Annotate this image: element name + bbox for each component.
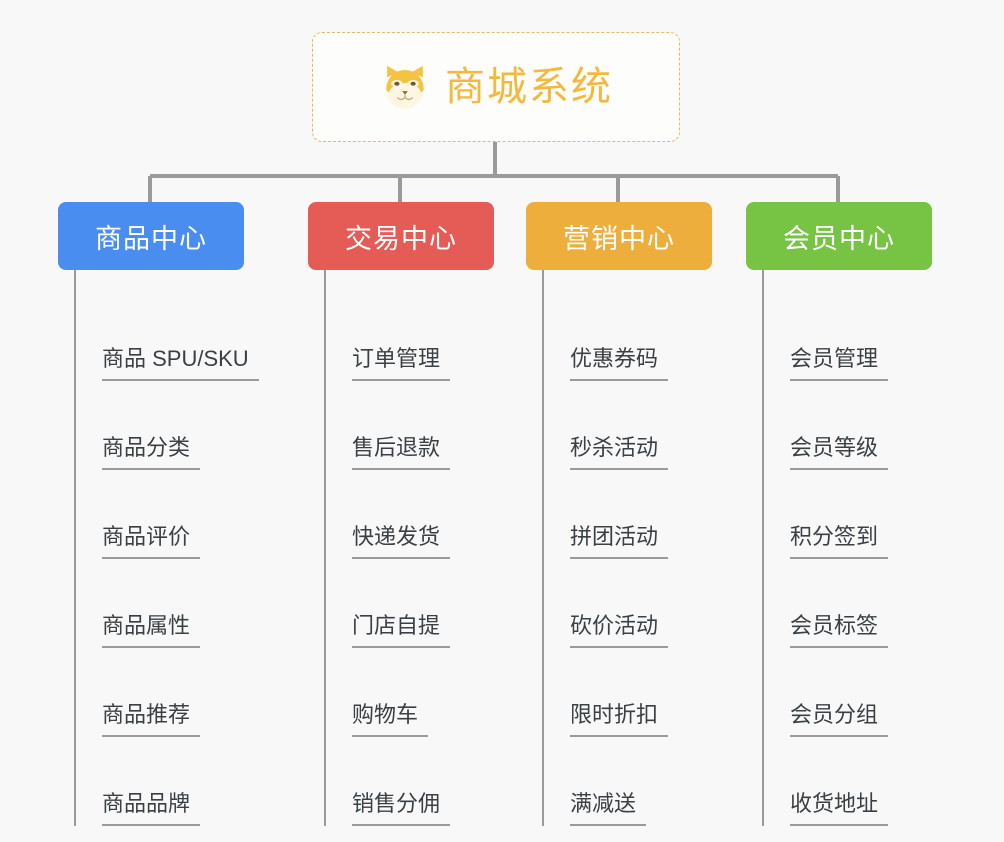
leaf-item-label: 会员分组 — [790, 704, 889, 737]
leaf-item-label: 满减送 — [570, 793, 647, 826]
leaf-item[interactable]: 订单管理 — [324, 292, 527, 381]
leaf-item[interactable]: 商品 SPU/SKU — [74, 292, 277, 381]
leaf-item-label: 会员标签 — [790, 615, 889, 648]
category-column-marketing: 营销中心 优惠券码 秒杀活动 拼团活动 砍价活动 限时折扣 满减送 — [526, 202, 745, 826]
leaf-item[interactable]: 限时折扣 — [542, 648, 745, 737]
leaf-item[interactable]: 会员等级 — [762, 381, 965, 470]
leaf-item[interactable]: 商品评价 — [74, 470, 277, 559]
category-header-product[interactable]: 商品中心 — [58, 202, 244, 270]
leaf-item-label: 商品评价 — [102, 526, 201, 559]
leaf-item[interactable]: 销售分佣 — [324, 737, 527, 826]
root-node[interactable]: 商城系统 — [312, 32, 680, 142]
leaf-item-label: 销售分佣 — [352, 793, 451, 826]
leaf-item-label: 会员等级 — [790, 437, 889, 470]
leaf-list-member: 会员管理 会员等级 积分签到 会员标签 会员分组 收货地址 — [762, 270, 965, 826]
leaf-item-label: 收货地址 — [790, 793, 889, 826]
leaf-item[interactable]: 售后退款 — [324, 381, 527, 470]
leaf-item[interactable]: 砍价活动 — [542, 559, 745, 648]
leaf-item-label: 订单管理 — [352, 348, 451, 381]
leaf-item-label: 砍价活动 — [570, 615, 669, 648]
leaf-item-label: 购物车 — [352, 704, 429, 737]
category-column-trade: 交易中心 订单管理 售后退款 快递发货 门店自提 购物车 销售分佣 — [308, 202, 527, 826]
leaf-item-label: 优惠券码 — [570, 348, 669, 381]
leaf-item[interactable]: 快递发货 — [324, 470, 527, 559]
leaf-list-trade: 订单管理 售后退款 快递发货 门店自提 购物车 销售分佣 — [324, 270, 527, 826]
leaf-item[interactable]: 会员管理 — [762, 292, 965, 381]
leaf-item[interactable]: 会员标签 — [762, 559, 965, 648]
leaf-item-label: 商品 SPU/SKU — [102, 348, 259, 381]
leaf-item-label: 商品推荐 — [102, 704, 201, 737]
leaf-item-label: 拼团活动 — [570, 526, 669, 559]
leaf-item[interactable]: 购物车 — [324, 648, 527, 737]
leaf-item[interactable]: 收货地址 — [762, 737, 965, 826]
leaf-item-label: 快递发货 — [352, 526, 451, 559]
leaf-item[interactable]: 积分签到 — [762, 470, 965, 559]
category-header-label: 会员中心 — [783, 223, 895, 254]
leaf-item[interactable]: 满减送 — [542, 737, 745, 826]
leaf-item[interactable]: 秒杀活动 — [542, 381, 745, 470]
leaf-list-product: 商品 SPU/SKU 商品分类 商品评价 商品属性 商品推荐 商品品牌 — [74, 270, 277, 826]
leaf-item[interactable]: 商品属性 — [74, 559, 277, 648]
category-header-member[interactable]: 会员中心 — [746, 202, 932, 270]
leaf-item-label: 售后退款 — [352, 437, 451, 470]
leaf-item-label: 限时折扣 — [570, 704, 669, 737]
shiba-dog-emoji — [379, 61, 431, 113]
leaf-item-label: 积分签到 — [790, 526, 889, 559]
leaf-item-label: 门店自提 — [352, 615, 451, 648]
leaf-item-label: 商品分类 — [102, 437, 201, 470]
leaf-item-label: 秒杀活动 — [570, 437, 669, 470]
leaf-item[interactable]: 拼团活动 — [542, 470, 745, 559]
leaf-item[interactable]: 商品推荐 — [74, 648, 277, 737]
category-header-marketing[interactable]: 营销中心 — [526, 202, 712, 270]
category-header-label: 商品中心 — [95, 223, 207, 254]
leaf-item[interactable]: 会员分组 — [762, 648, 965, 737]
leaf-item[interactable]: 商品品牌 — [74, 737, 277, 826]
leaf-item[interactable]: 商品分类 — [74, 381, 277, 470]
category-header-label: 交易中心 — [345, 223, 457, 254]
leaf-item-label: 商品属性 — [102, 615, 201, 648]
leaf-item-label: 商品品牌 — [102, 793, 201, 826]
root-title: 商城系统 — [445, 65, 613, 109]
category-columns: 商品中心 商品 SPU/SKU 商品分类 商品评价 商品属性 商品推荐 商品品牌… — [0, 202, 1004, 842]
leaf-item-label: 会员管理 — [790, 348, 889, 381]
category-column-product: 商品中心 商品 SPU/SKU 商品分类 商品评价 商品属性 商品推荐 商品品牌 — [58, 202, 277, 826]
leaf-item[interactable]: 优惠券码 — [542, 292, 745, 381]
category-header-trade[interactable]: 交易中心 — [308, 202, 494, 270]
category-column-member: 会员中心 会员管理 会员等级 积分签到 会员标签 会员分组 收货地址 — [746, 202, 965, 826]
leaf-list-marketing: 优惠券码 秒杀活动 拼团活动 砍价活动 限时折扣 满减送 — [542, 270, 745, 826]
category-header-label: 营销中心 — [563, 223, 675, 254]
leaf-item[interactable]: 门店自提 — [324, 559, 527, 648]
